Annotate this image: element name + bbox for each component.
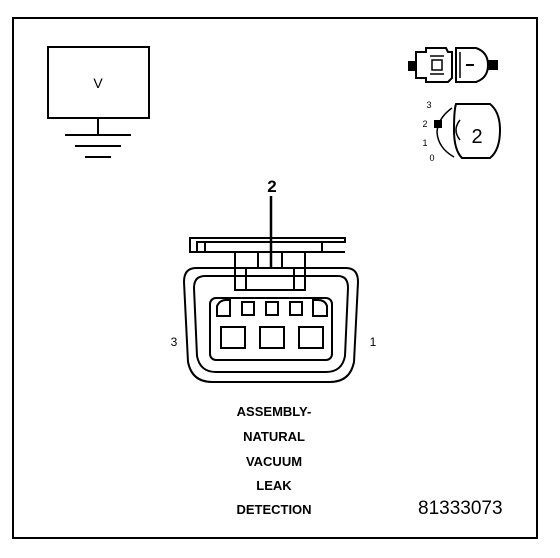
caption-line-4: LEAK: [256, 478, 292, 493]
depth-selected-label: 2: [471, 126, 482, 148]
figure-code: 81333073: [418, 498, 503, 519]
caption-line-2: NATURAL: [243, 429, 305, 444]
terminal-1-label: 1: [370, 335, 377, 349]
terminal-probe-icon: [408, 47, 498, 83]
probe-depth-icon: 3 2 1 0 2: [422, 100, 502, 163]
caption-line-3: VACUUM: [245, 454, 303, 469]
caption-line-5: DETECTION: [236, 502, 312, 517]
ground-icon: [65, 134, 131, 158]
probe-terminal-label: 2: [267, 177, 276, 196]
depth-label-3: 3: [426, 100, 431, 110]
depth-label-0: 0: [429, 153, 434, 163]
voltmeter-label: V: [93, 75, 103, 91]
diagram-frame: [12, 17, 538, 539]
caption-line-1: ASSEMBLY-: [236, 404, 312, 419]
terminal-3-label: 3: [171, 335, 178, 349]
connector-face: [182, 237, 360, 383]
voltmeter-symbol: V: [47, 46, 150, 158]
depth-label-2: 2: [422, 119, 427, 129]
depth-label-1: 1: [422, 138, 427, 148]
